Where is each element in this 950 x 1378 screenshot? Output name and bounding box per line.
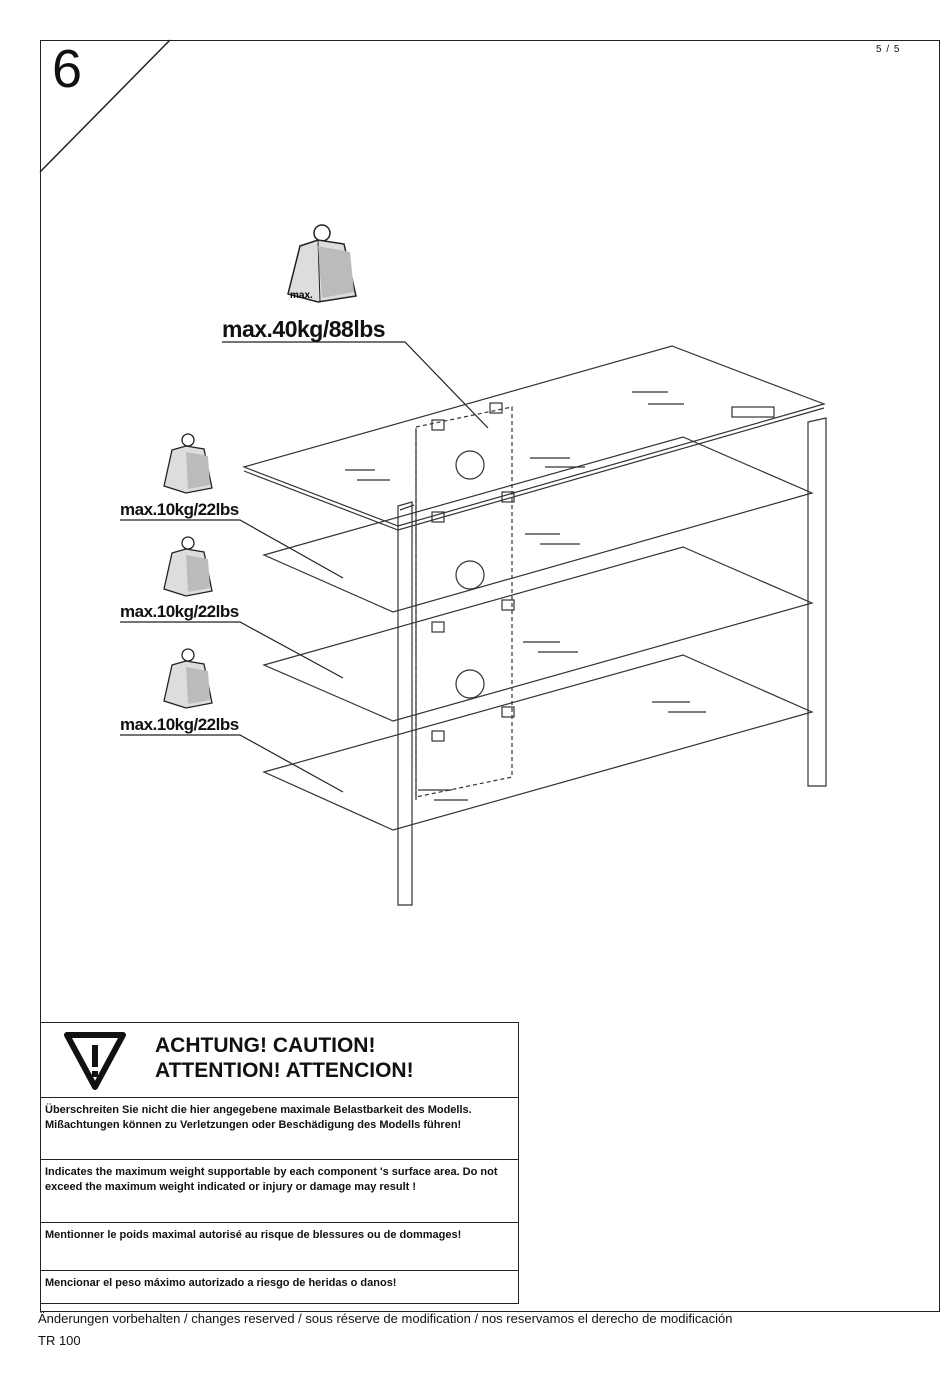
shelf-unit (242, 345, 827, 906)
caution-header: ACHTUNG! CAUTION! ATTENTION! ATTENCION! (41, 1023, 518, 1097)
warning-triangle-icon (64, 1032, 126, 1090)
svg-text:max.: max. (290, 290, 313, 301)
caution-box: ACHTUNG! CAUTION! ATTENTION! ATTENCION! … (40, 1022, 519, 1304)
caution-text-german: Überschreiten Sie nicht die hier angegeb… (41, 1097, 518, 1159)
top-shelf-weight-label: max.40kg/88lbs (222, 316, 386, 342)
weight-icon-shelf-2 (163, 536, 213, 597)
caution-text-spanish: Mencionar el peso máximo autorizado a ri… (41, 1270, 518, 1305)
caution-text-english: Indicates the maximum weight supportable… (41, 1159, 518, 1222)
model-code: TR 100 (38, 1333, 81, 1348)
shelf-3-weight-label: max.10kg/22lbs (120, 715, 239, 734)
shelf-2-weight-label: max.10kg/22lbs (120, 602, 239, 621)
leader-lines (120, 341, 489, 793)
weight-icon-shelf-3 (163, 648, 213, 709)
page-frame (40, 40, 940, 1312)
page-number: 5 / 5 (876, 44, 901, 55)
weight-icon-shelf-1 (163, 433, 213, 494)
weight-icon-top: max. (287, 224, 357, 303)
caution-text-french: Mentionner le poids maximal autorisé au … (41, 1222, 518, 1270)
caution-title-line-2: ATTENTION! ATTENCION! (155, 1059, 414, 1082)
changes-reserved-note: Änderungen vorbehalten / changes reserve… (38, 1311, 733, 1326)
caution-text-rows: Überschreiten Sie nicht die hier angegeb… (41, 1097, 518, 1305)
caution-title: ACHTUNG! CAUTION! ATTENTION! ATTENCION! (155, 1033, 414, 1083)
step-number: 6 (52, 39, 83, 99)
shelf-1-weight-label: max.10kg/22lbs (120, 500, 239, 519)
caution-title-line-1: ACHTUNG! CAUTION! (155, 1034, 376, 1057)
